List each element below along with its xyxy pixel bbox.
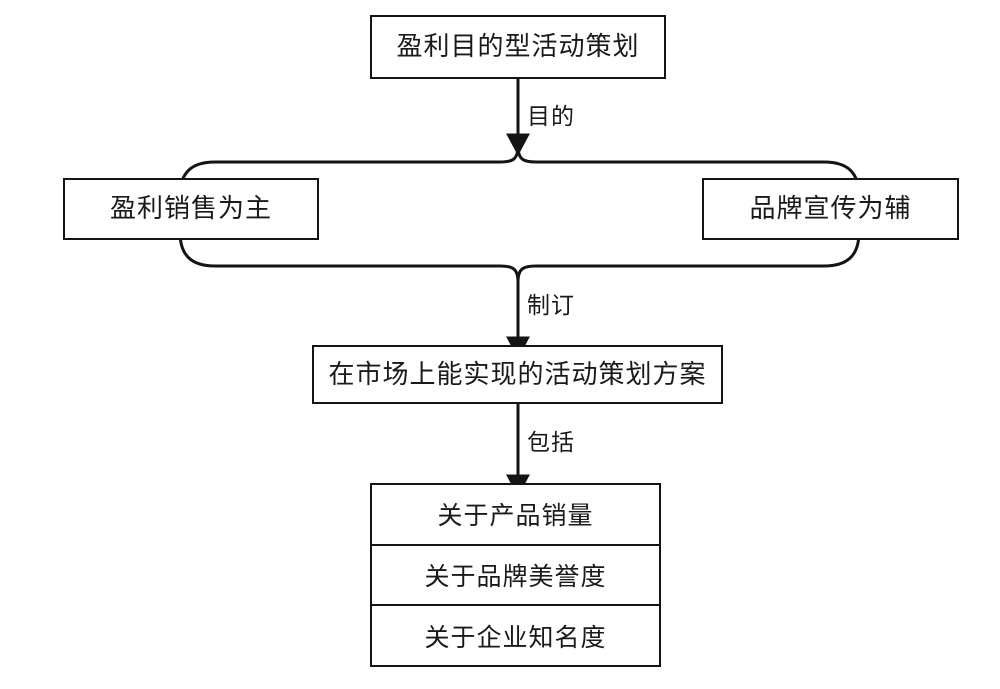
- edge-label-purpose: 目的: [527, 104, 575, 129]
- outcome-row-company-visibility-label: 关于企业知名度: [424, 624, 607, 652]
- outcome-row-brand-reputation-label: 关于品牌美誉度: [424, 564, 607, 591]
- node-branch-brand-promotion: 品牌宣传为辅: [702, 178, 959, 240]
- outcome-row-product-sales-label: 关于产品销量: [437, 503, 594, 531]
- edge-label-includes: 包括: [527, 430, 575, 455]
- node-plan: 在市场上能实现的活动策划方案: [312, 345, 723, 404]
- node-plan-label: 在市场上能实现的活动策划方案: [328, 359, 707, 389]
- edge-label-formulate: 制订: [527, 293, 575, 318]
- node-root-label: 盈利目的型活动策划: [396, 32, 640, 61]
- node-branch-brand-promotion-label: 品牌宣传为辅: [749, 194, 912, 223]
- outcome-row-brand-reputation: 关于品牌美誉度: [372, 546, 659, 607]
- outcome-row-product-sales: 关于产品销量: [372, 485, 659, 546]
- node-root: 盈利目的型活动策划: [370, 15, 666, 79]
- node-branch-profit-sales: 盈利销售为主: [63, 178, 319, 240]
- outcome-row-company-visibility: 关于企业知名度: [372, 606, 659, 665]
- outcome-stack: 关于产品销量 关于品牌美誉度 关于企业知名度: [370, 483, 661, 667]
- node-branch-profit-sales-label: 盈利销售为主: [109, 194, 272, 223]
